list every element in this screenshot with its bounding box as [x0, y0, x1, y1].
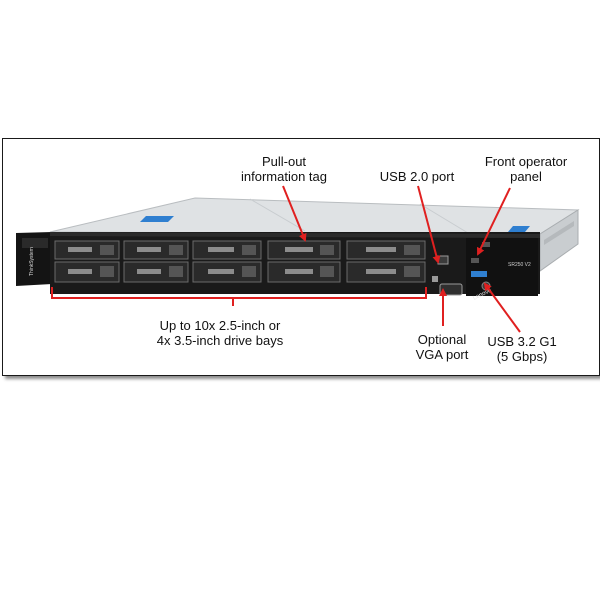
callout-line-info-tag — [282, 185, 307, 242]
drive-bays-bracket — [51, 287, 427, 299]
callout-line-usb2 — [417, 185, 441, 264]
model-label: SR250 V2 — [508, 262, 531, 268]
brand-vertical-label: ThinkSystem — [29, 247, 35, 276]
usb2-callout: USB 2.0 port — [379, 169, 455, 184]
usb2-port-icon — [437, 255, 449, 265]
chassis-top — [49, 197, 580, 235]
operator-panel-callout: Front operator panel — [484, 154, 568, 184]
drive-bays-callout: Up to 10x 2.5-inch or 4x 3.5-inch drive … — [156, 318, 284, 348]
usb3-port-icon — [471, 271, 487, 277]
info-tag-callout: Pull-out information tag — [241, 154, 327, 184]
callout-line-operator-panel — [477, 187, 511, 256]
lid-label-icon — [508, 226, 530, 232]
lid-label-icon — [140, 216, 174, 222]
vga-callout: Optional VGA port — [415, 332, 469, 362]
usb3-callout: USB 3.2 G1 (5 Gbps) — [487, 334, 557, 364]
callout-line-usb3 — [483, 282, 521, 333]
